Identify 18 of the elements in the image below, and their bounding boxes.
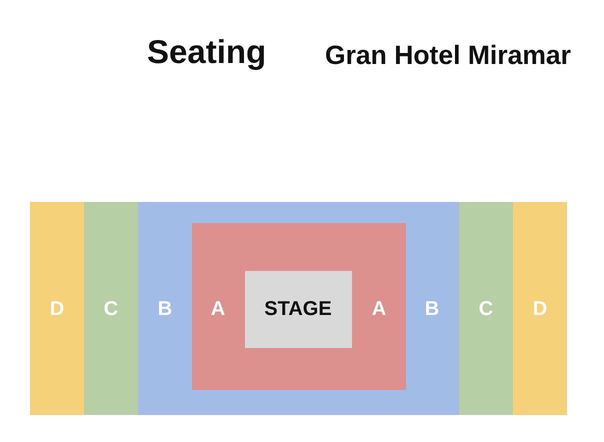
seating-section xyxy=(192,223,406,390)
section-label: C xyxy=(104,299,118,319)
title: Seating xyxy=(147,32,266,72)
section-label: A xyxy=(372,299,386,319)
venue-name: Gran Hotel Miramar xyxy=(325,40,571,72)
section-label: B xyxy=(158,299,172,319)
seating-section xyxy=(513,202,567,415)
seating-section xyxy=(84,202,138,415)
section-label: A xyxy=(210,299,226,319)
stage-area xyxy=(245,271,352,348)
seating-section xyxy=(138,202,459,415)
section-label: B xyxy=(424,299,440,319)
section-label: D xyxy=(50,299,64,319)
section-label: C xyxy=(478,299,494,319)
section-label: D xyxy=(532,299,548,319)
seating-section xyxy=(459,202,513,415)
seating-section xyxy=(30,202,84,415)
stage-label: STAGE xyxy=(264,299,332,319)
